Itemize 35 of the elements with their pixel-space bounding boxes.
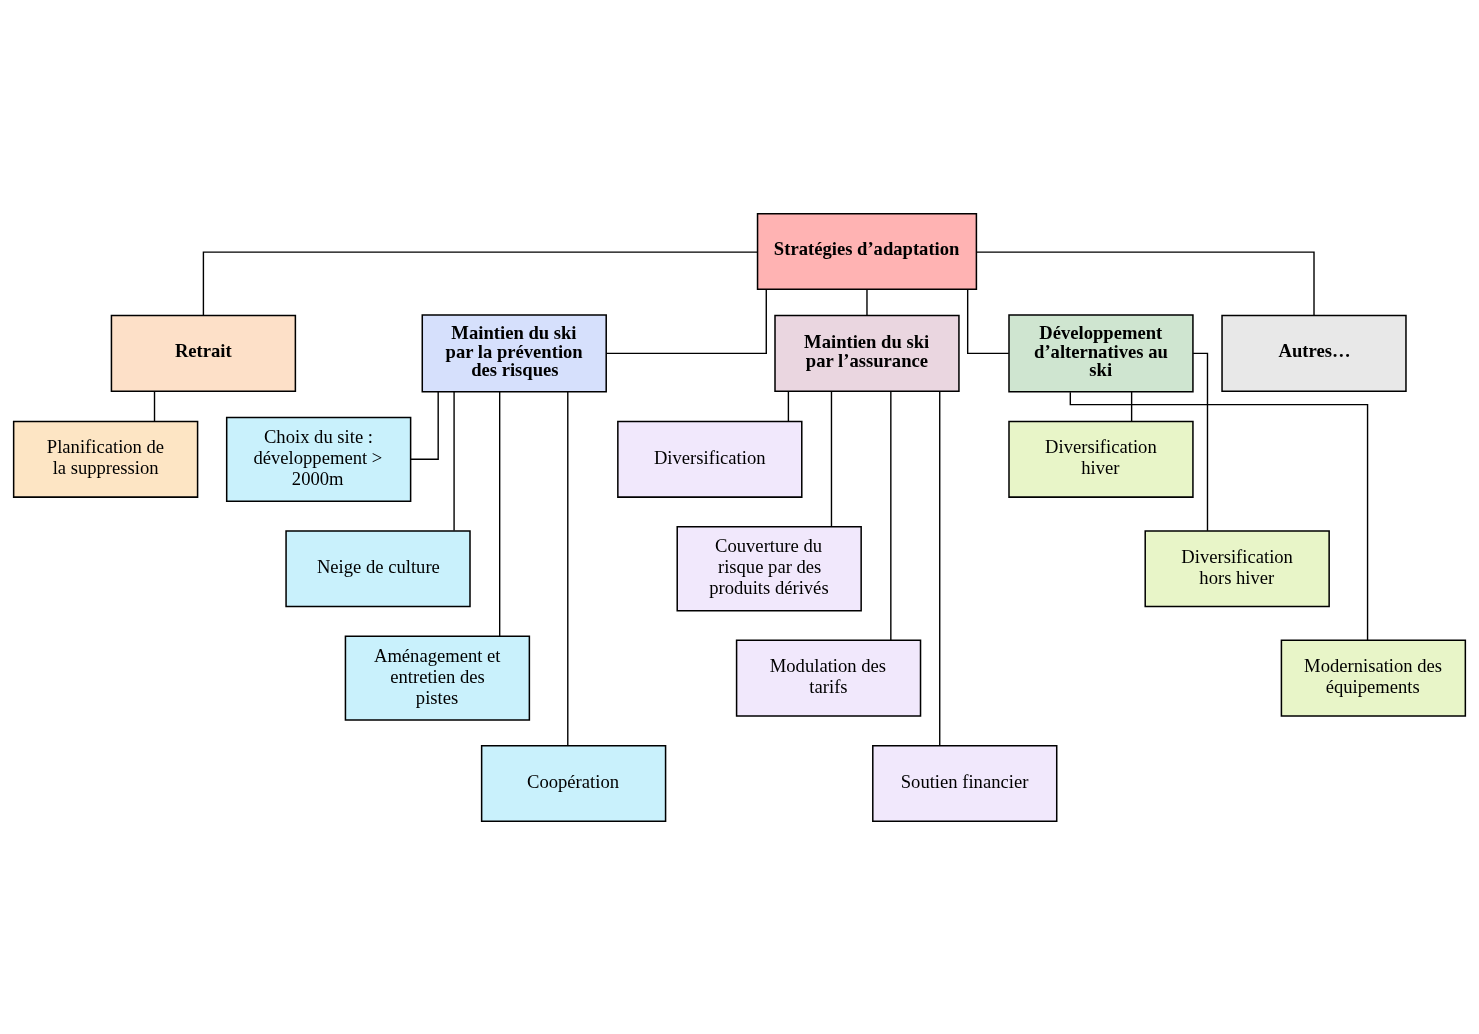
node-box: Diversification [617,420,803,498]
node-box: Couverture du risque par des produits dérivés [676,525,862,611]
connector [410,390,439,460]
connector [499,390,501,637]
node-box: Modulation des tarifs [735,639,922,717]
node-box: Diversification hiver [1008,420,1194,498]
node-box: Soutien financier [872,744,1058,822]
connector [830,390,833,527]
connector [939,390,941,746]
node-box: Autres… [1221,314,1407,392]
node-box: Modernisation des équipements [1280,639,1467,717]
connector [787,390,790,422]
connector [1192,352,1209,531]
connector [567,390,569,746]
connector [976,250,1315,316]
connector [202,250,759,316]
node-box: Aménagement et entretien des pistes [344,635,531,721]
node-box: Stratégies d’adaptation [756,212,978,290]
connector [605,288,767,354]
connector [966,288,1010,354]
connector [153,390,156,422]
connector [1130,390,1133,422]
connector [866,288,868,316]
node-box: Développement d’alternatives au ski [1008,313,1194,393]
node-box: Diversification hors hiver [1144,529,1330,607]
connector [453,390,455,531]
connector [890,390,892,641]
node-box: Maintien du ski par la prévention des risques [421,313,607,393]
connector [1069,391,1369,641]
node-box: Planification de la suppression [12,420,199,498]
node-box: Retrait [110,314,297,392]
node-box: Coopération [480,744,667,822]
node-box: Maintien du ski par l’assurance [774,314,960,392]
node-box: Neige de culture [285,529,471,607]
node-box: Choix du site : développement > 2000m [225,416,412,502]
